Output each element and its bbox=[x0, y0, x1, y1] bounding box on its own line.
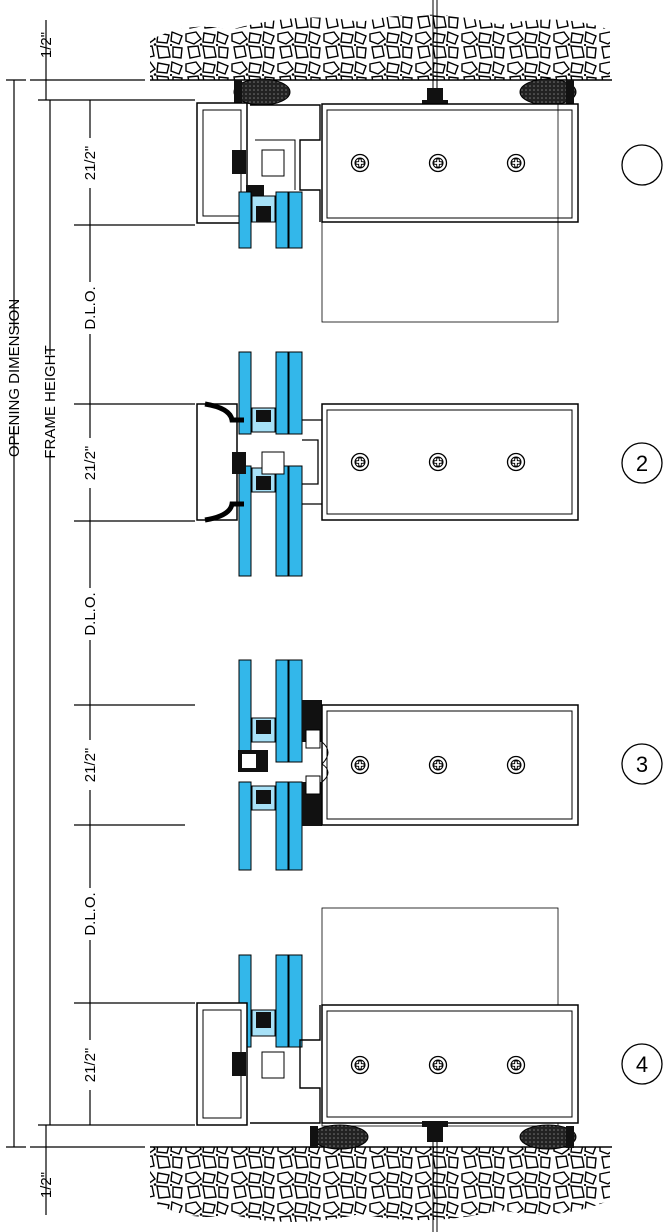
substrate-top bbox=[150, 14, 612, 81]
dlo-label-1: D.L.O. bbox=[82, 286, 99, 329]
detail-joint bbox=[238, 659, 579, 871]
dimension-lines bbox=[6, 20, 195, 1215]
sightline-label-3: 21/2" bbox=[82, 748, 99, 783]
sightline-label-1: 21/2" bbox=[82, 146, 99, 181]
substrate-bottom bbox=[150, 1146, 612, 1222]
top-gap-label: 1/2" bbox=[38, 32, 55, 58]
detail-head bbox=[196, 78, 579, 323]
callout-4-number: 4 bbox=[636, 1052, 648, 1077]
dlo-label-2: D.L.O. bbox=[82, 592, 99, 635]
detail-sill bbox=[196, 907, 579, 1150]
sightline-label-2: 21/2" bbox=[82, 446, 99, 481]
anchor-centerline bbox=[432, 0, 438, 1232]
detail-callouts: 2 3 4 bbox=[621, 144, 663, 1085]
opening-dimension-label: OPENING DIMENSION bbox=[6, 299, 23, 457]
callout-2-number: 2 bbox=[636, 451, 648, 476]
sightline-label-4: 21/2" bbox=[82, 1048, 99, 1083]
bottom-gap-label: 1/2" bbox=[38, 1172, 55, 1198]
callout-3: 3 bbox=[621, 743, 663, 785]
callout-2: 2 bbox=[621, 442, 663, 484]
dlo-label-3: D.L.O. bbox=[82, 892, 99, 935]
detail-mullion bbox=[196, 351, 579, 577]
dimension-labels: 1/2" 1/2" OPENING DIMENSION FRAME HEIGHT… bbox=[6, 32, 99, 1198]
frame-height-label: FRAME HEIGHT bbox=[42, 345, 59, 458]
callout-3-number: 3 bbox=[636, 752, 648, 777]
callout-4: 4 bbox=[621, 1043, 663, 1085]
callout-1 bbox=[621, 144, 663, 186]
